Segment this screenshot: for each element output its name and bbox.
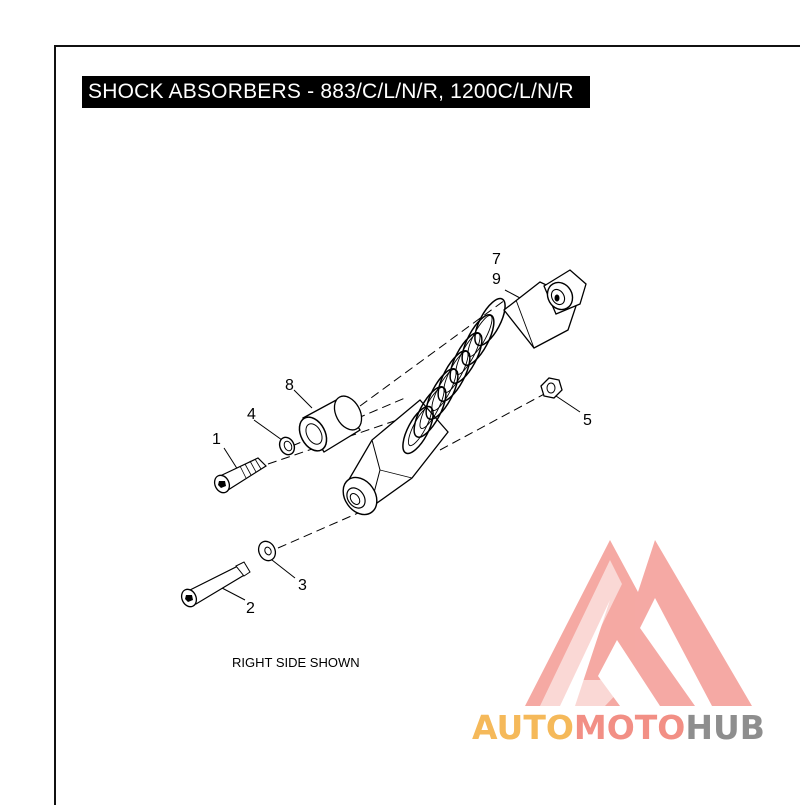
shock-absorber [342,269,587,516]
diagram-frame [54,45,800,805]
callout-8: 8 [285,377,294,394]
lock-nut [540,377,563,399]
automotohub-logo-text: AUTOMOTOHUB [472,708,765,747]
callout-3: 3 [298,577,307,594]
callout-9: 9 [492,271,501,288]
spacer-ring [278,436,296,456]
callout-1: 1 [212,431,221,448]
upper-bolt [213,457,267,494]
bushing-sleeve [298,395,363,453]
logo-part-auto: AUTO [472,708,574,747]
leader-lines [221,289,581,601]
callout-4: 4 [247,406,256,423]
logo-part-moto: MOTO [573,708,686,747]
lower-bolt [180,561,251,608]
callout-7: 7 [492,251,501,268]
automotohub-logo-mark [525,540,752,706]
lower-washer [257,540,277,562]
logo-part-hub: HUB [685,708,765,747]
callout-5: 5 [583,412,592,429]
view-caption: RIGHT SIDE SHOWN [232,655,360,670]
callout-2: 2 [246,600,255,617]
diagram-title: SHOCK ABSORBERS - 883/C/L/N/R, 1200C/L/N… [82,76,590,108]
